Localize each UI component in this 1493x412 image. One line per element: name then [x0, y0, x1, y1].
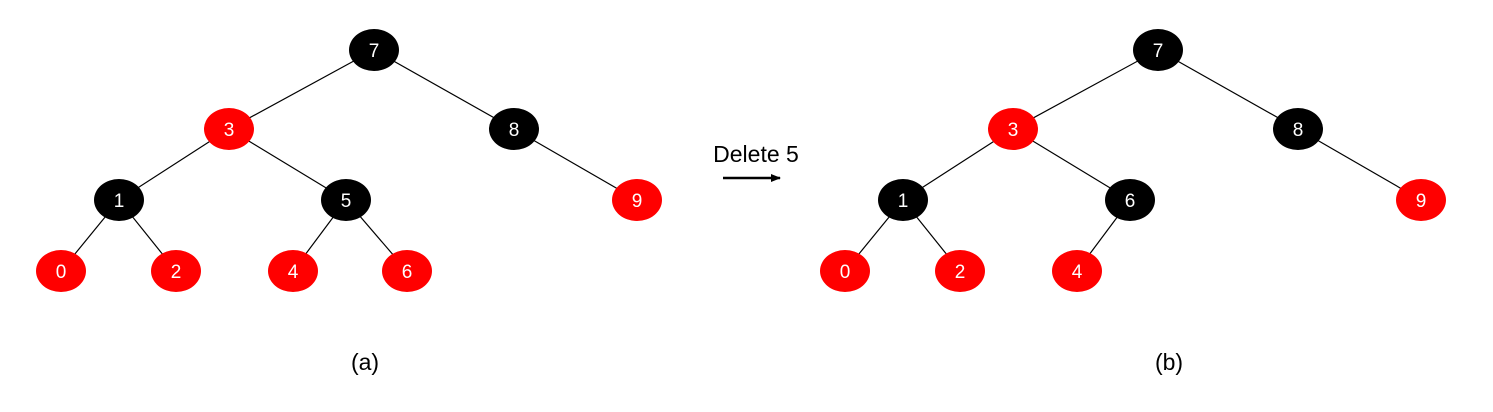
operation-indicator: Delete 5 — [713, 141, 799, 182]
tree-node-b9: 9 — [1396, 179, 1446, 221]
tree-node-a4: 4 — [268, 250, 318, 292]
tree-node-a8: 8 — [489, 108, 539, 150]
tree-node-a0: 0 — [36, 250, 86, 292]
tree-node-a9: 9 — [612, 179, 662, 221]
node-label: 9 — [632, 191, 643, 212]
tree-edge — [228, 49, 375, 130]
caption-tree-b: (b) — [1155, 349, 1183, 375]
node-circle — [1273, 108, 1323, 150]
node-circle — [1052, 250, 1102, 292]
tree-node-b7: 7 — [1133, 29, 1183, 71]
operation-label: Delete 5 — [713, 141, 799, 167]
node-circle — [268, 250, 318, 292]
node-label: 5 — [341, 191, 352, 212]
node-label: 0 — [56, 262, 67, 283]
node-circle — [94, 179, 144, 221]
node-circle — [612, 179, 662, 221]
node-circle — [151, 250, 201, 292]
tree-node-a3: 3 — [204, 108, 254, 150]
node-label: 7 — [1153, 41, 1164, 62]
node-circle — [935, 250, 985, 292]
node-circle — [36, 250, 86, 292]
tree-node-a5: 5 — [321, 179, 371, 221]
node-label: 8 — [509, 120, 520, 141]
node-circle — [1105, 179, 1155, 221]
node-label: 3 — [1008, 120, 1019, 141]
node-label: 1 — [114, 191, 125, 212]
node-label: 3 — [224, 120, 235, 141]
node-circle — [321, 179, 371, 221]
node-label: 4 — [1072, 262, 1083, 283]
caption-tree-a: (a) — [351, 349, 379, 375]
tree-node-a2: 2 — [151, 250, 201, 292]
tree-node-b0: 0 — [820, 250, 870, 292]
node-label: 6 — [402, 262, 413, 283]
node-circle — [489, 108, 539, 150]
node-circle — [1396, 179, 1446, 221]
node-circle — [204, 108, 254, 150]
node-circle — [878, 179, 928, 221]
tree-node-a7: 7 — [349, 29, 399, 71]
node-label: 9 — [1416, 191, 1427, 212]
node-label: 6 — [1125, 191, 1136, 212]
node-label: 7 — [369, 41, 380, 62]
tree-node-b4: 4 — [1052, 250, 1102, 292]
node-circle — [382, 250, 432, 292]
tree-node-a1: 1 — [94, 179, 144, 221]
tree-edge — [1157, 49, 1299, 130]
node-label: 1 — [898, 191, 909, 212]
node-label: 4 — [288, 262, 299, 283]
node-circle — [349, 29, 399, 71]
tree-node-b8: 8 — [1273, 108, 1323, 150]
tree-node-b3: 3 — [988, 108, 1038, 150]
node-label: 0 — [840, 262, 851, 283]
tree-node-b6: 6 — [1105, 179, 1155, 221]
tree-node-b1: 1 — [878, 179, 928, 221]
node-circle — [988, 108, 1038, 150]
node-label: 2 — [171, 262, 182, 283]
node-label: 8 — [1293, 120, 1304, 141]
nodes-layer: 7 3 8 1 5 9 0 2 4 6 7 3 8 1 6 9 0 2 4 — [36, 29, 1446, 292]
node-circle — [1133, 29, 1183, 71]
tree-node-b2: 2 — [935, 250, 985, 292]
tree-node-a6: 6 — [382, 250, 432, 292]
tree-edge — [373, 49, 515, 130]
tree-edge — [1012, 49, 1159, 130]
node-circle — [820, 250, 870, 292]
node-label: 2 — [955, 262, 966, 283]
